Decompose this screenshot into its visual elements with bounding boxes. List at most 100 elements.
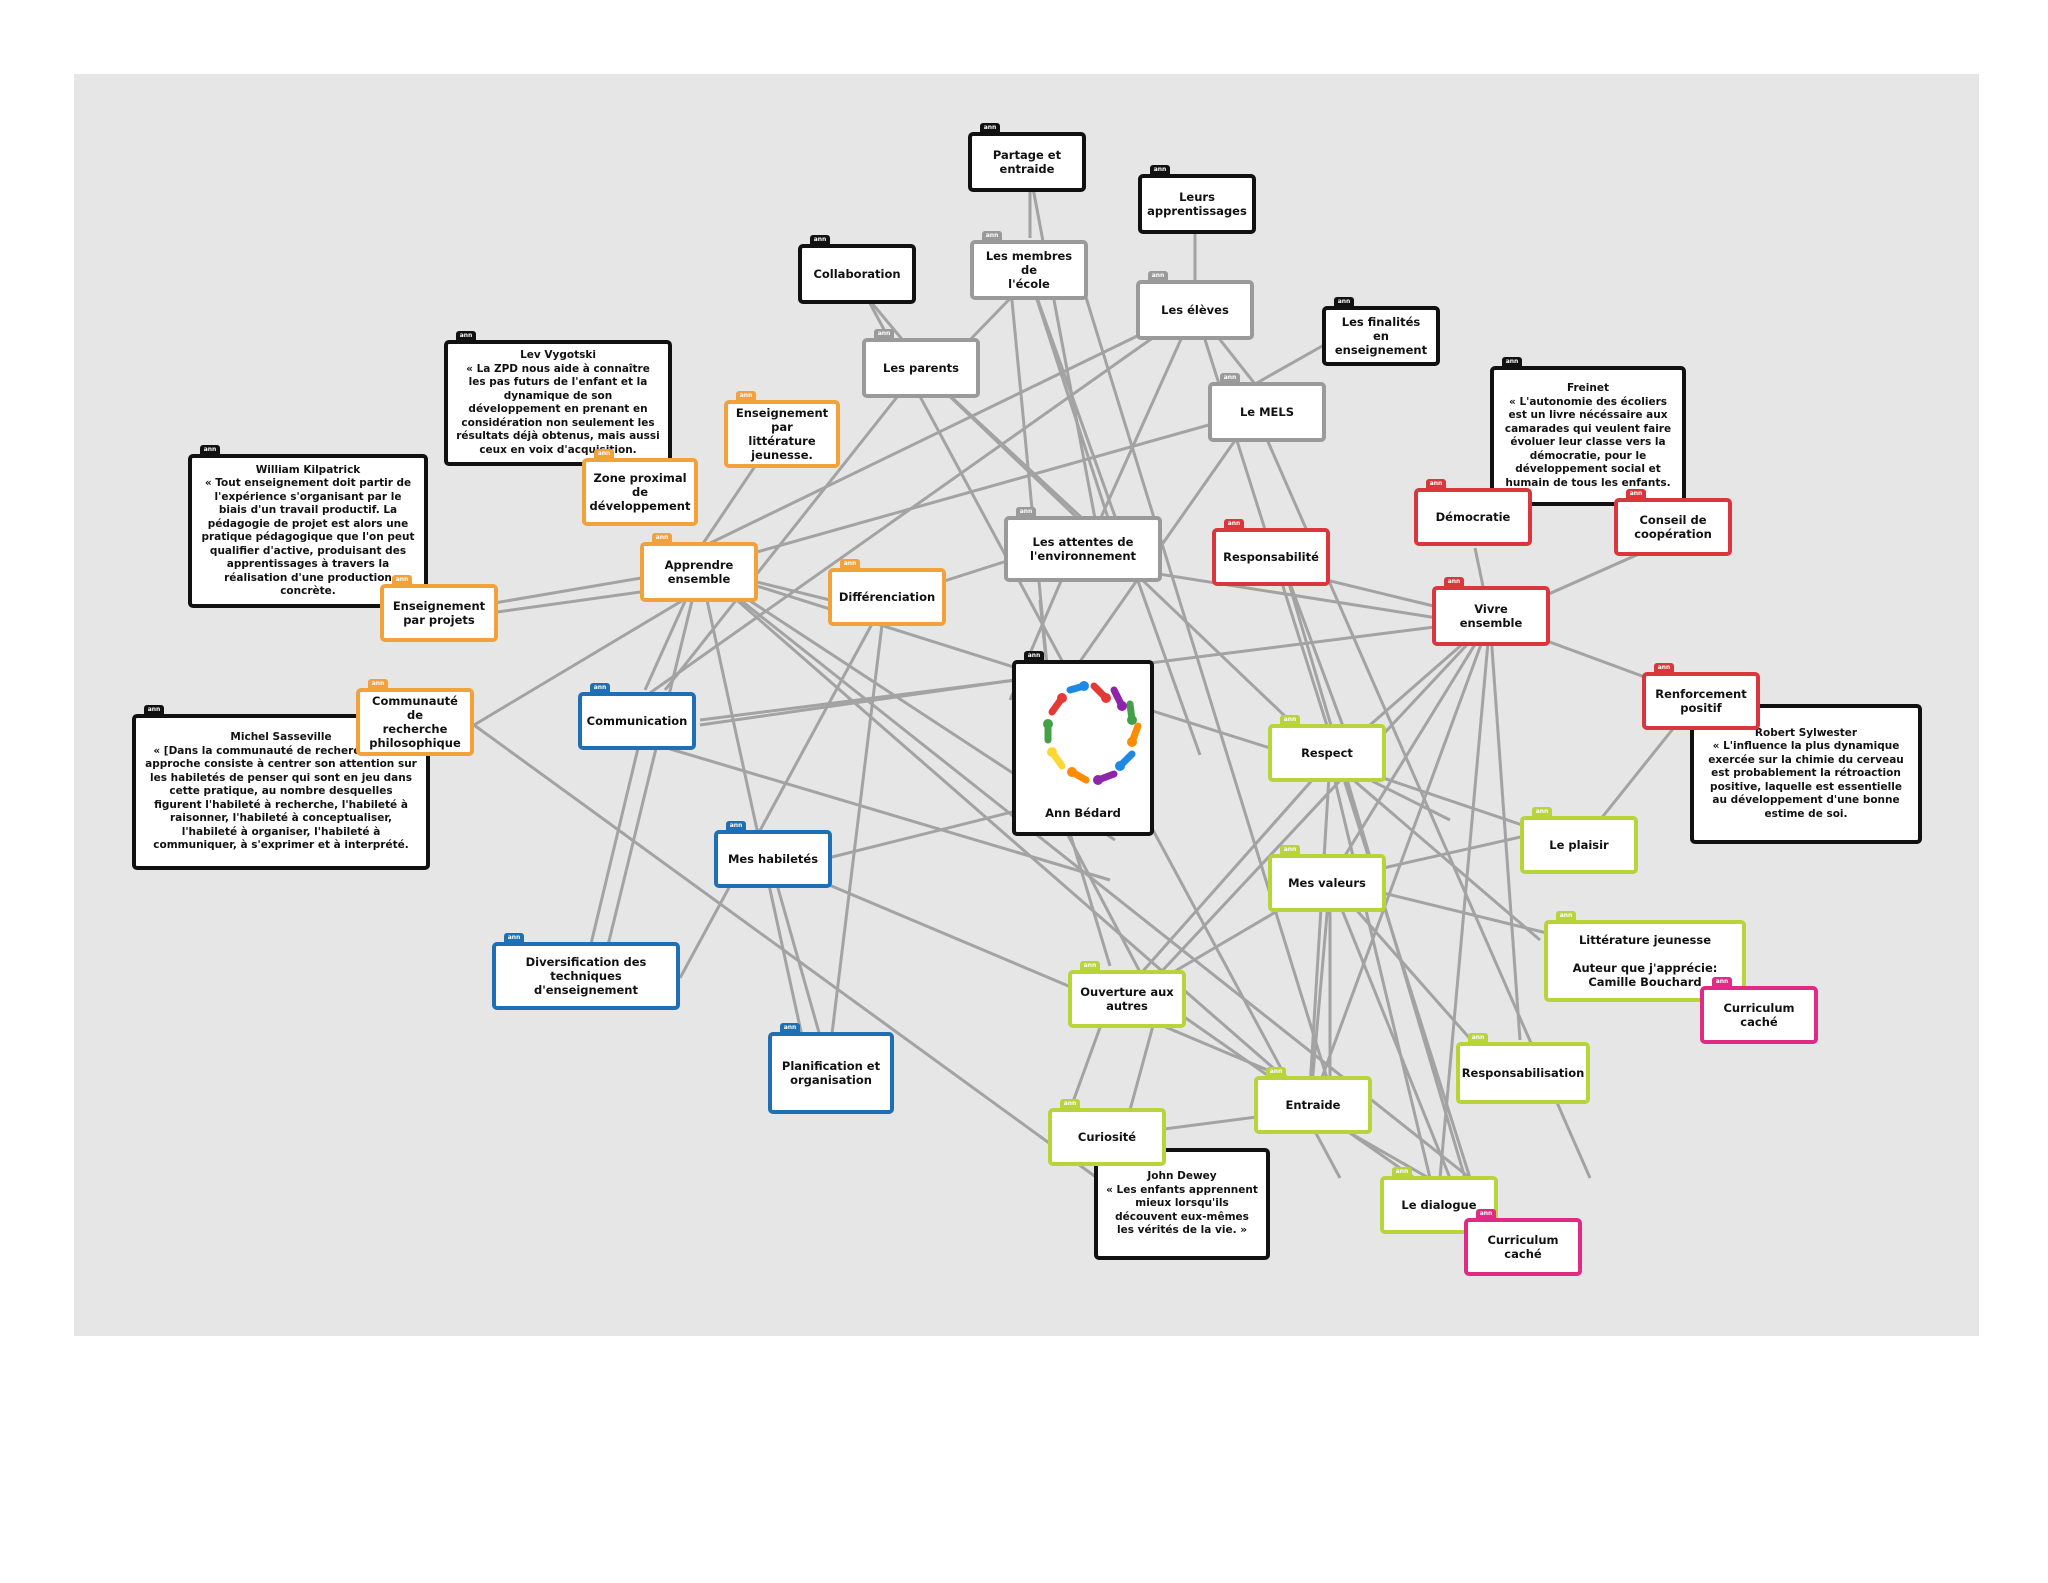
ann-tag: ann	[1556, 911, 1576, 920]
node-eleves[interactable]: ann Les élèves	[1136, 271, 1254, 340]
quote-william-kilpatrick[interactable]: ann William Kilpatrick « Tout enseigneme…	[188, 445, 428, 608]
link	[699, 410, 1256, 570]
node-curriculum-cache-2[interactable]: ann Curriculum caché	[1464, 1209, 1582, 1276]
node-label: Les membres de l'école	[985, 249, 1073, 291]
node-label: Planification et organisation	[781, 1059, 881, 1087]
ann-tag: ann	[840, 559, 860, 568]
quote-text: John Dewey « Les enfants apprennent mieu…	[1106, 1170, 1258, 1237]
ann-tag: ann	[594, 449, 614, 458]
node-label: Mes valeurs	[1288, 876, 1366, 890]
node-renforcement-positif[interactable]: ann Renforcement positif	[1642, 663, 1760, 730]
node-partage-et-entraide[interactable]: ann Partage et entraide	[968, 123, 1086, 192]
node-parents[interactable]: ann Les parents	[862, 329, 980, 398]
ann-tag: ann	[1626, 489, 1646, 498]
node-enseignement-litterature[interactable]: ann Enseignement par littérature jeuness…	[724, 391, 840, 468]
quote-lev-vygotski[interactable]: ann Lev Vygotski « La ZPD nous aide à co…	[444, 331, 672, 466]
node-label: Les attentes de l'environnement	[1029, 535, 1137, 563]
ann-tag: ann	[1468, 1033, 1488, 1042]
quote-john-dewey[interactable]: ann John Dewey « Les enfants apprennent …	[1094, 1139, 1270, 1260]
node-apprendre-ensemble[interactable]: ann Apprendre ensemble	[640, 533, 758, 602]
link	[699, 306, 1196, 550]
ann-tag: ann	[590, 683, 610, 692]
link	[639, 738, 1111, 882]
ann-tag: ann	[504, 933, 524, 942]
ann-tag: ann	[1476, 1209, 1496, 1218]
node-mes-habiletes[interactable]: ann Mes habiletés	[714, 821, 832, 888]
quote-text: Freinet « L'autonomie des écoliers est u…	[1504, 382, 1672, 489]
quote-text: Lev Vygotski « La ZPD nous aide à connaî…	[456, 349, 660, 456]
ann-tag: ann	[456, 331, 476, 340]
link	[678, 599, 887, 979]
node-zone-proximal[interactable]: ann Zone proximal de développement	[582, 449, 698, 526]
node-label: Entraide	[1285, 1098, 1341, 1112]
node-label: Différenciation	[838, 590, 936, 604]
link	[1328, 619, 1492, 881]
node-diversification[interactable]: ann Diversification des techniques d'ens…	[492, 933, 680, 1010]
node-ann-bedard[interactable]: ann Ann Bédard	[1012, 651, 1154, 836]
link	[864, 295, 908, 345]
node-enseignement-projets[interactable]: ann Enseignement par projets	[380, 575, 498, 642]
ann-tag: ann	[982, 231, 1002, 240]
quote-text: Michel Sasseville « [Dans la communauté …	[145, 731, 417, 852]
node-label: Le plaisir	[1549, 838, 1609, 852]
node-label: Les finalités en enseignement	[1334, 315, 1428, 357]
quote-freinet[interactable]: ann Freinet « L'autonomie des écoliers e…	[1490, 357, 1686, 506]
ann-tag: ann	[1334, 297, 1354, 306]
node-label: Curriculum caché	[1487, 1233, 1559, 1261]
node-respect[interactable]: ann Respect	[1268, 715, 1386, 782]
node-membres-ecole[interactable]: ann Les membres de l'école	[970, 231, 1088, 300]
node-conseil-cooperation[interactable]: ann Conseil de coopération	[1614, 489, 1732, 556]
quote-michel-sasseville[interactable]: ann Michel Sasseville « [Dans la communa…	[132, 705, 430, 870]
link	[1438, 619, 1492, 1179]
link	[473, 588, 701, 727]
ann-tag: ann	[1444, 577, 1464, 586]
node-leurs-apprentissages[interactable]: ann Leurs apprentissages	[1138, 165, 1256, 234]
node-collaboration[interactable]: ann Collaboration	[798, 235, 916, 304]
ann-tag: ann	[200, 445, 220, 454]
node-label: Leurs apprentissages	[1147, 190, 1247, 218]
ann-tag: ann	[1220, 373, 1240, 382]
ann-tag: ann	[1280, 715, 1300, 724]
node-attentes-environnement[interactable]: ann Les attentes de l'environnement	[1004, 507, 1162, 582]
ann-tag: ann	[1150, 165, 1170, 174]
node-label: Démocratie	[1435, 510, 1511, 524]
quote-text: Robert Sylwester « L'influence la plus d…	[1708, 726, 1904, 820]
node-communaute-recherche[interactable]: ann Communauté de recherche philosophiqu…	[356, 679, 474, 756]
node-planification[interactable]: ann Planification et organisation	[768, 1023, 894, 1114]
node-finalites-enseignement[interactable]: ann Les finalités en enseignement	[1322, 297, 1440, 366]
link	[598, 567, 702, 979]
node-differenciation[interactable]: ann Différenciation	[828, 559, 946, 626]
node-responsabilite[interactable]: ann Responsabilité	[1212, 519, 1330, 586]
link	[699, 566, 1311, 1102]
node-label: Le MELS	[1239, 405, 1295, 419]
node-mels[interactable]: ann Le MELS	[1208, 373, 1326, 442]
link	[1096, 307, 1197, 525]
ann-tag: ann	[1016, 507, 1036, 516]
node-entraide[interactable]: ann Entraide	[1254, 1067, 1372, 1134]
node-ouverture-aux-autres[interactable]: ann Ouverture aux autres	[1068, 961, 1186, 1028]
node-democratie[interactable]: ann Démocratie	[1414, 479, 1532, 546]
link	[1308, 879, 1332, 1109]
node-responsabilisation[interactable]: ann Responsabilisation	[1456, 1033, 1590, 1104]
ann-tag: ann	[1224, 519, 1244, 528]
node-label: Communication	[586, 714, 688, 728]
ann-tag: ann	[652, 533, 672, 542]
link	[1283, 569, 1352, 746]
node-le-plaisir[interactable]: ann Le plaisir	[1520, 807, 1638, 874]
ann-tag: ann	[1060, 1099, 1080, 1108]
link	[1133, 759, 1332, 981]
node-vivre-ensemble[interactable]: ann Vivre ensemble	[1432, 577, 1550, 646]
node-curriculum-cache-1[interactable]: ann Curriculum caché	[1700, 977, 1818, 1044]
link	[769, 858, 1311, 1090]
node-communication[interactable]: ann Communication	[578, 683, 696, 750]
link	[699, 678, 1016, 727]
hands-circle-logo	[1043, 681, 1142, 785]
node-le-dialogue[interactable]: ann Le dialogue	[1380, 1167, 1498, 1234]
node-label: Apprendre ensemble	[664, 558, 734, 586]
ann-tag: ann	[392, 575, 412, 584]
node-label: Zone proximal de développement	[589, 471, 691, 513]
link	[1328, 879, 1452, 1179]
node-mes-valeurs[interactable]: ann Mes valeurs	[1268, 845, 1386, 912]
node-curiosite[interactable]: ann Curiosité	[1048, 1099, 1166, 1166]
node-label: Le dialogue	[1401, 1198, 1477, 1212]
